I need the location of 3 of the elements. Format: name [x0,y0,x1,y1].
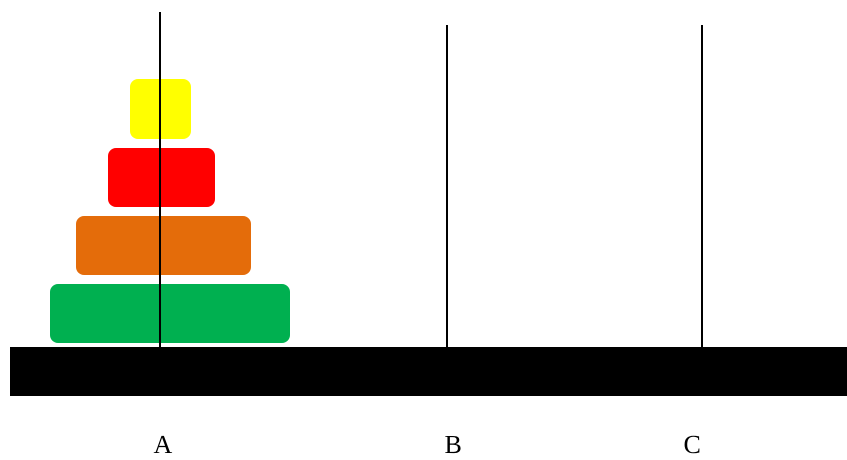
peg-label: C [684,430,701,460]
peg-label: B [444,430,462,460]
peg-label: A [154,430,172,460]
